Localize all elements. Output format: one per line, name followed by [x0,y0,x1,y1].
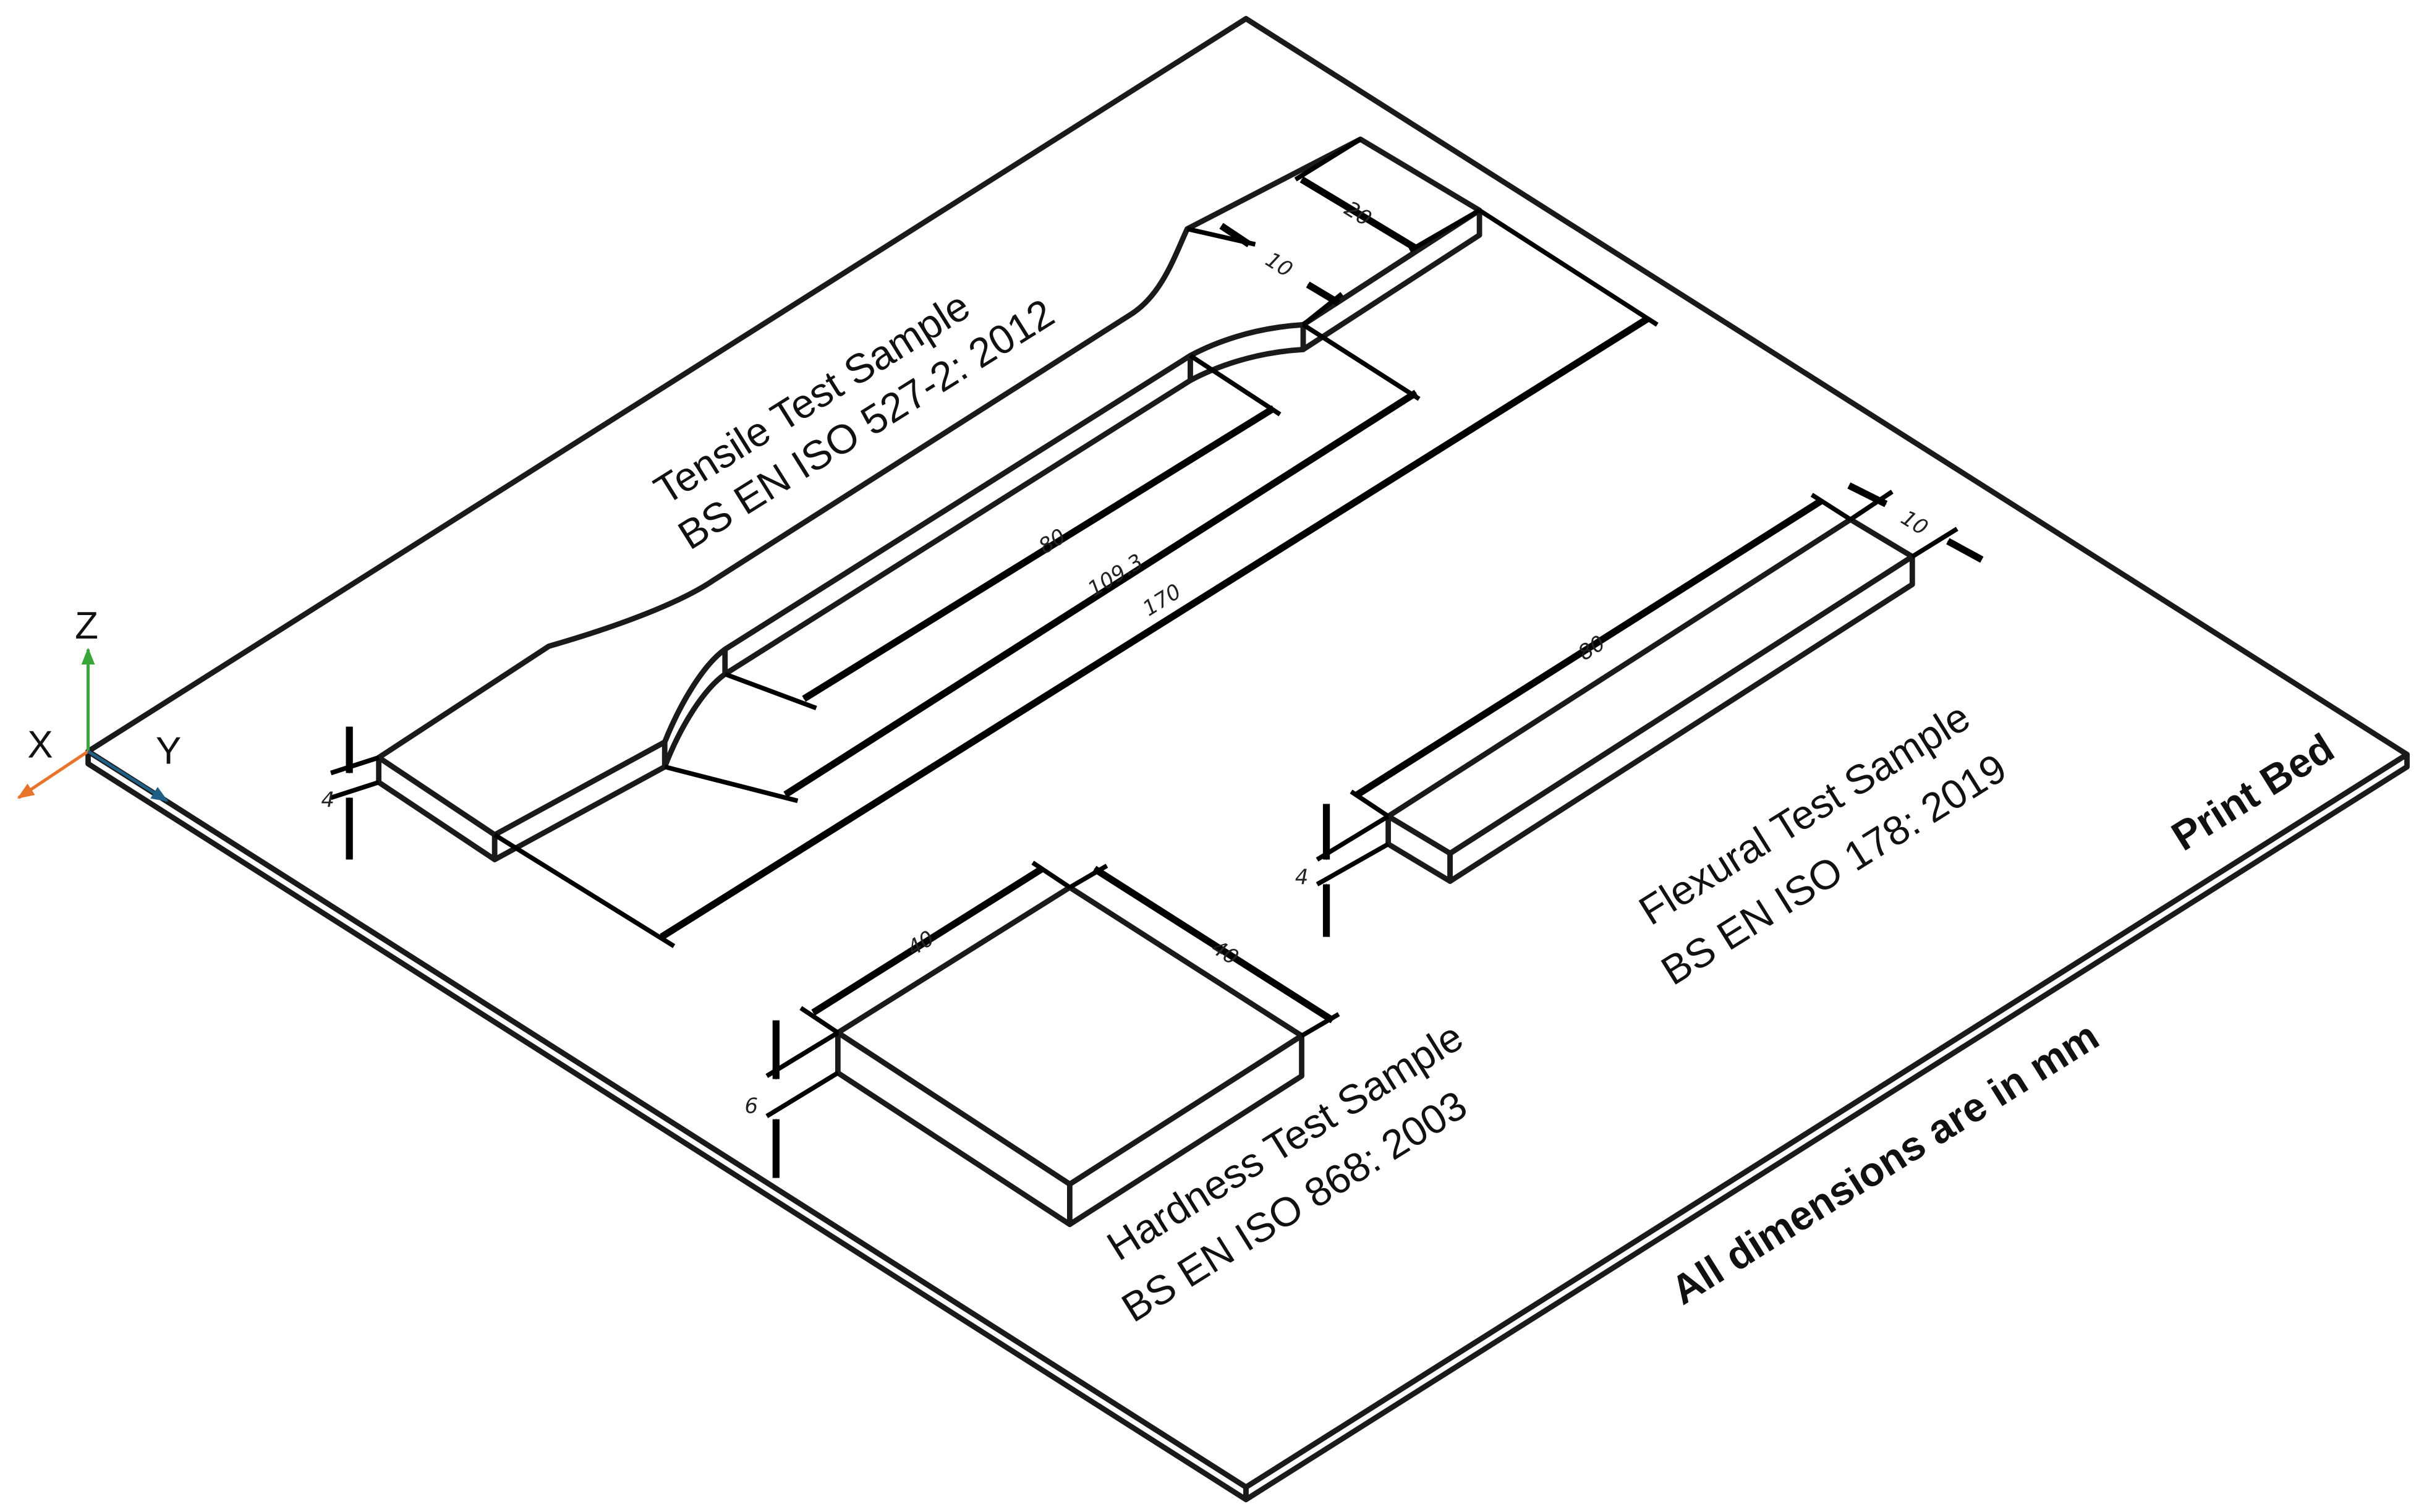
ext-line [493,833,676,948]
dim-line-grip-width [1299,176,1416,251]
ext-line [1350,789,1390,818]
dim-text-hardness-thickness: 6 [744,1094,758,1119]
dim-arrow-gauge-width-top [1219,223,1251,247]
y-axis-arrow [87,750,169,802]
dim-line-gauge-length [802,405,1276,702]
hardness-dimensions [765,860,1340,1178]
z-axis-label: Z [75,605,98,647]
dim-line-flexural-length [1355,498,1823,798]
ext-line [664,764,799,804]
ext-line [1408,208,1481,253]
ext-line [1478,208,1659,327]
axis-triad: Z X Y [17,605,181,802]
dim-arrow-flexural-width-bottom [1946,538,1984,563]
ext-line [1302,323,1421,401]
print-bed-right-side [1243,752,2410,1503]
ext-line [799,1006,840,1035]
dim-line-hardness-side-b [1092,865,1335,1024]
dim-line-hardness-side-a [811,865,1044,1016]
ext-line [765,1071,840,1118]
y-axis-label: Y [156,730,181,773]
ext-line [330,779,380,801]
dim-text-flexural-thickness: 4 [1295,865,1309,890]
dim-text-tensile-thickness: 4 [321,788,334,813]
tensile-dimensions [330,137,1659,948]
ext-line [724,671,817,710]
ext-line [1294,137,1362,182]
ext-line [1849,490,1894,522]
ext-line [1911,527,1958,559]
dim-arrow-flexural-width-top [1847,482,1888,508]
ext-line [1189,354,1282,417]
x-axis-arrow [17,750,89,799]
dim-arrow-gauge-width-bottom [1306,281,1341,307]
x-axis-label: X [27,724,53,767]
ext-line [330,755,380,776]
hardness-right-face [1067,1033,1304,1228]
